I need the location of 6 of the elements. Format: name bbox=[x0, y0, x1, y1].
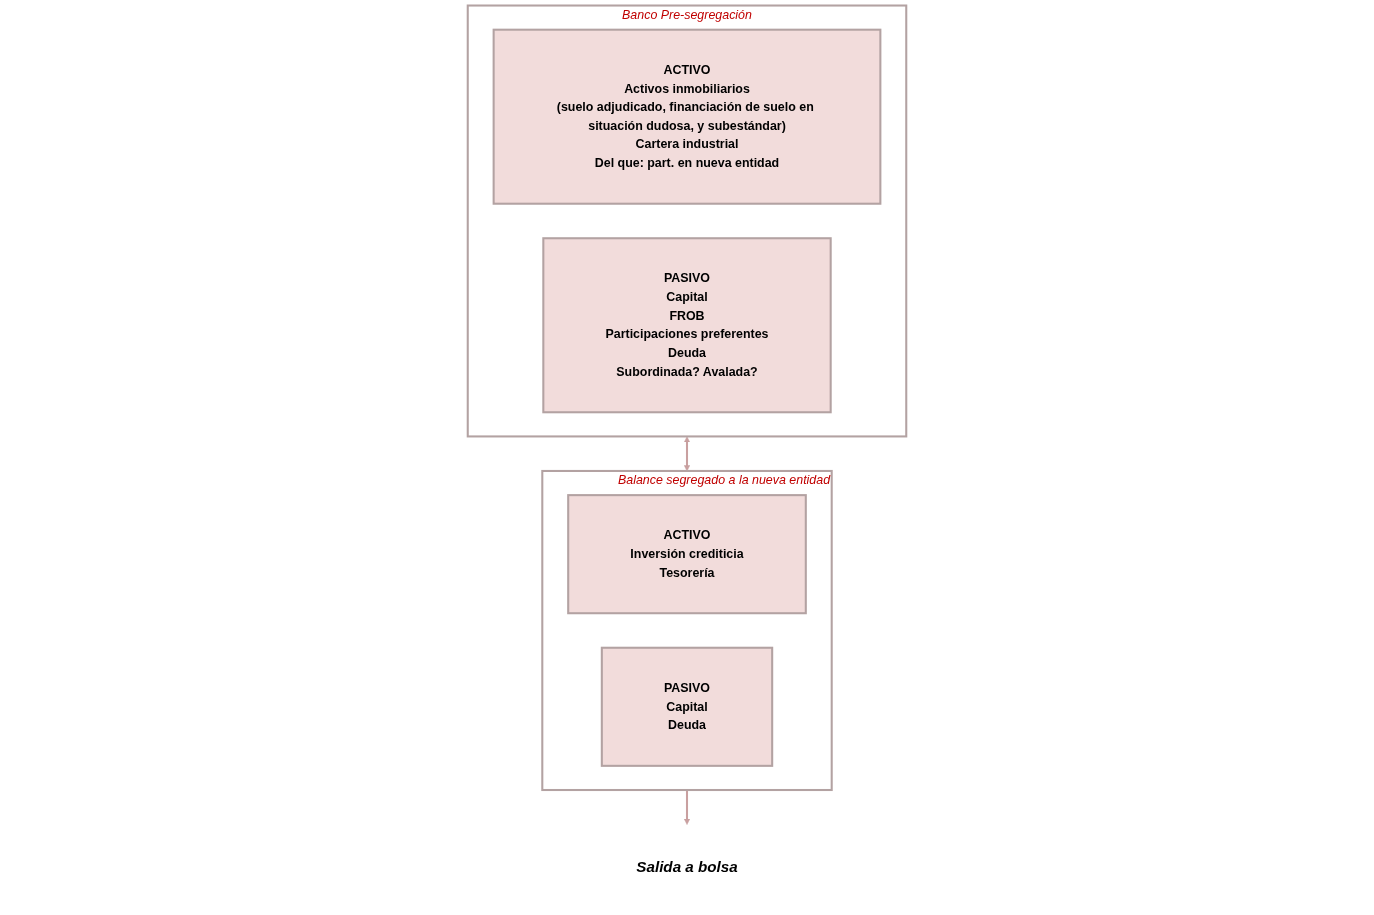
arrow bbox=[683, 790, 691, 825]
node-box: ACTIVO Inversión crediticia Tesorería bbox=[567, 494, 807, 615]
node-box: PASIVO Capital Deuda bbox=[600, 646, 774, 767]
node-box: PASIVO Capital FROB Participaciones preferentes Deuda Subordinada? Avalada? bbox=[542, 237, 832, 414]
node-box: ACTIVO Activos inmobiliarios (suelo adjudicado, financiación de suelo en situación dudosa, y subestándar) Cartera industrial Del que: part. en nueva entidad bbox=[492, 28, 882, 205]
node-text: Salida a bolsa bbox=[636, 858, 738, 876]
